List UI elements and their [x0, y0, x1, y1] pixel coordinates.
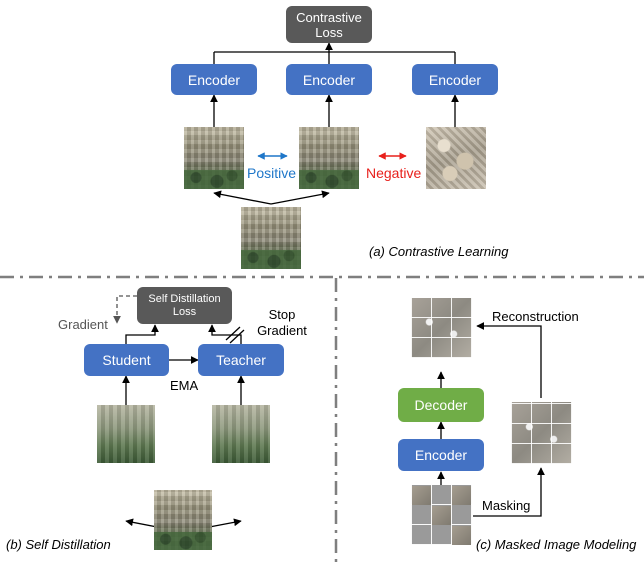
encoder-box-positive: Encoder: [286, 64, 372, 95]
masking-label: Masking: [482, 498, 531, 513]
self-distillation-loss-box: Self Distillation Loss: [137, 287, 232, 324]
encoder-label: Encoder: [428, 71, 482, 88]
contrastive-loss-box: Contrastive Loss: [286, 6, 372, 43]
negative-sample-image: [426, 127, 486, 189]
gradient-label: Gradient: [58, 317, 108, 332]
student-label: Student: [102, 352, 151, 368]
mim-arrows: [437, 322, 545, 517]
encoder-label: Encoder: [302, 71, 356, 88]
contrastive-loss-label: Contrastive Loss: [296, 9, 362, 40]
augmented-view-image-2: [299, 127, 359, 189]
contrastive-image-to-encoder-arrows: [210, 94, 459, 127]
contrastive-augmentation-arrows: [213, 190, 330, 205]
mim-encoder-label: Encoder: [414, 447, 468, 463]
decoder-box: Decoder: [398, 388, 484, 422]
student-box: Student: [84, 344, 169, 376]
caption-contrastive-learning: (a) Contrastive Learning: [369, 244, 509, 259]
stop-gradient-label: Stop Gradient: [257, 307, 307, 338]
decoder-label: Decoder: [414, 397, 468, 413]
augmented-view-image-1: [184, 127, 244, 189]
teacher-view-image: [212, 405, 270, 463]
mim-encoder-box: Encoder: [398, 439, 484, 471]
source-image-contrastive: [241, 207, 301, 269]
self-distillation-loss-label: Self Distillation Loss: [148, 292, 221, 318]
caption-self-distillation: (b) Self Distillation: [6, 537, 111, 552]
caption-masked-image-modeling: (c) Masked Image Modeling: [476, 537, 637, 552]
teacher-box: Teacher: [198, 344, 284, 376]
original-image: [511, 402, 572, 464]
encoder-box-anchor: Encoder: [171, 64, 257, 95]
ema-label: EMA: [170, 378, 199, 393]
encoder-box-negative: Encoder: [412, 64, 498, 95]
teacher-label: Teacher: [216, 352, 266, 368]
gradient-dashed-arrow: [113, 295, 137, 324]
encoder-label: Encoder: [187, 71, 241, 88]
student-view-image: [97, 405, 155, 463]
positive-label: Positive: [247, 165, 297, 181]
contrastive-merge-lines: [213, 42, 456, 64]
source-image-distillation: [154, 490, 212, 550]
negative-label: Negative: [366, 165, 422, 181]
reconstructed-image: [411, 298, 472, 358]
masked-image: [411, 485, 472, 545]
reconstruction-label: Reconstruction: [492, 309, 579, 324]
